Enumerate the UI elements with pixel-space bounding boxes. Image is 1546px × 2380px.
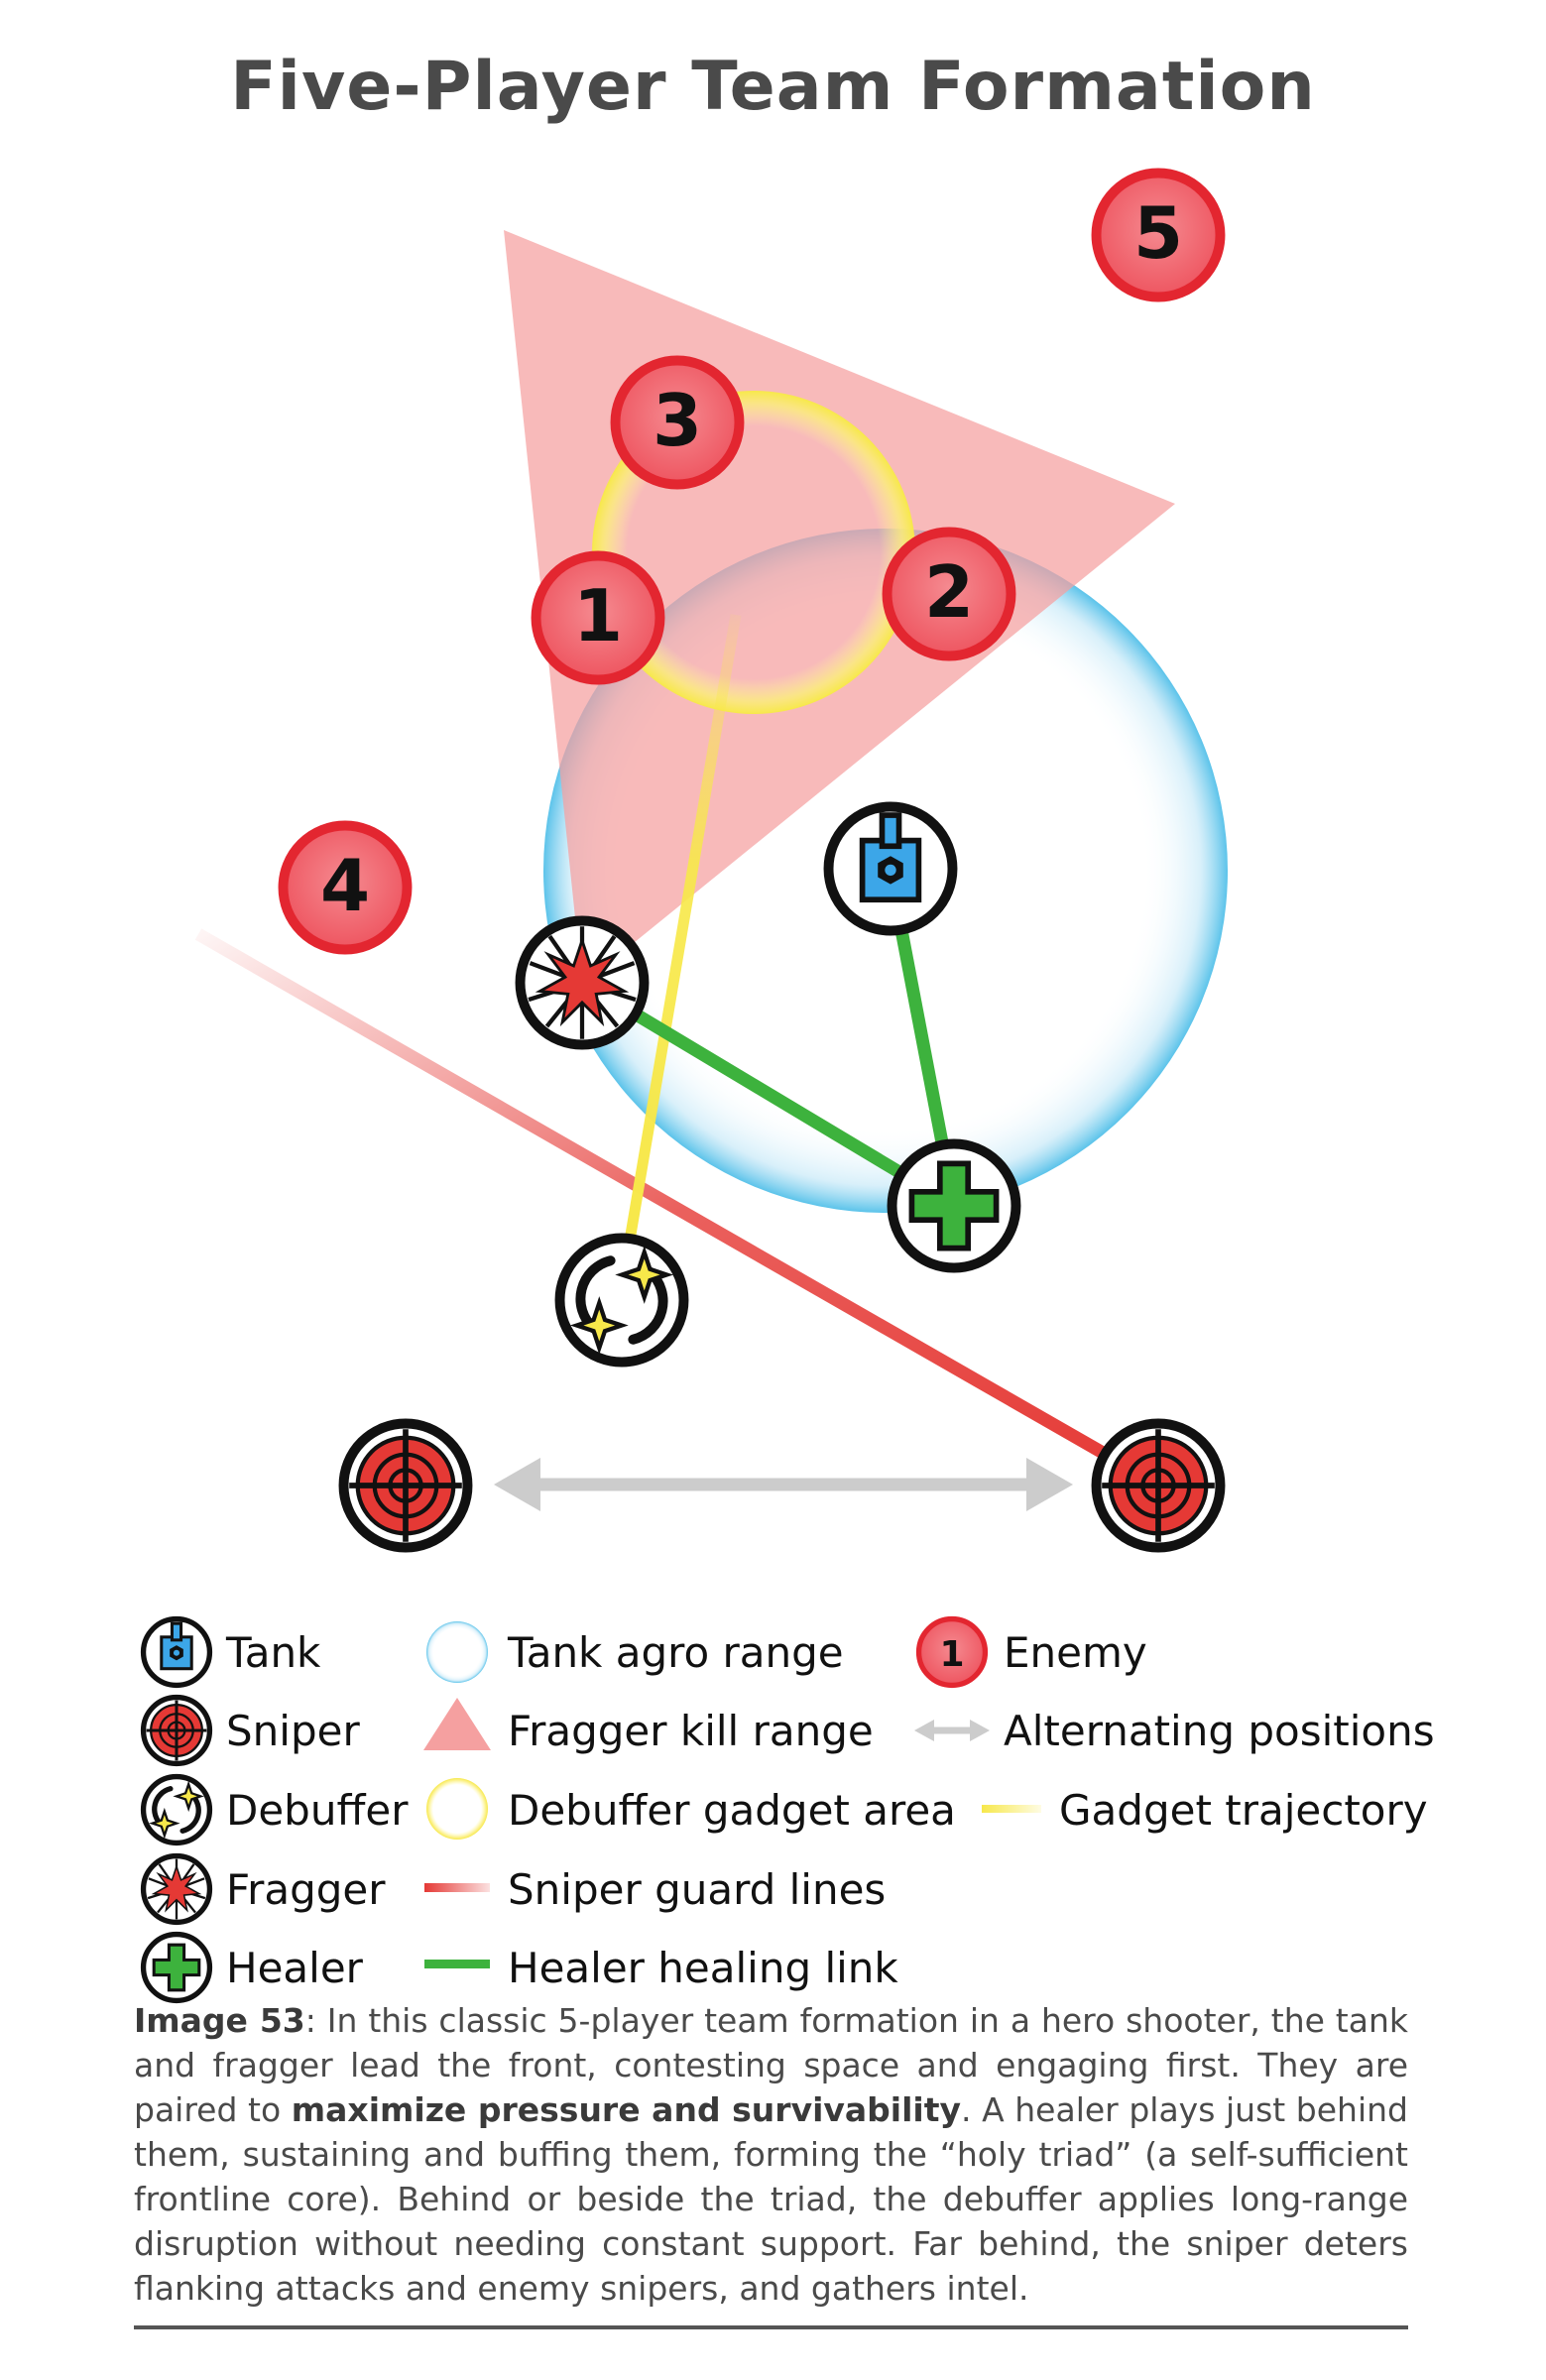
caption-label: Image 53 — [134, 2001, 305, 2040]
sniper-icon — [144, 1698, 210, 1764]
enemy-marker: 2 — [888, 533, 1011, 656]
sniper-icon — [344, 1424, 468, 1548]
gadget-line-icon — [982, 1805, 1041, 1813]
page-title: Five-Player Team Formation — [230, 48, 1316, 126]
enemy-marker: 4 — [284, 826, 408, 950]
tank-agro-circle-icon — [426, 1621, 488, 1683]
enemy-marker: 5 — [1097, 174, 1221, 298]
caption-text-part2: . A healer plays just behind them, susta… — [134, 2090, 1408, 2308]
sniper-line-icon — [424, 1883, 490, 1892]
gadget-trajectory-line — [625, 614, 742, 1236]
bottom-divider — [134, 2325, 1408, 2329]
enemy-number: 4 — [320, 844, 370, 927]
alternating-positions-arrow — [494, 1458, 1073, 1511]
sniper-guard-line-diagonal — [194, 928, 1162, 1490]
debuffer-icon — [560, 1239, 684, 1363]
fragger-icon — [521, 921, 645, 1045]
enemy-number: 1 — [573, 574, 623, 657]
healer-icon — [892, 1144, 1016, 1268]
caption-bold-text: maximize pressure and survivability — [291, 2090, 962, 2129]
enemy-icon: 1 — [919, 1619, 986, 1686]
enemy-number: 3 — [653, 379, 702, 462]
double-arrow-icon — [914, 1720, 990, 1741]
enemy-badge-number: 1 — [939, 1634, 964, 1675]
enemy-marker: 3 — [616, 361, 740, 485]
debuffer-icon — [144, 1777, 210, 1844]
enemy-number: 2 — [924, 550, 974, 634]
enemy-marker: 1 — [536, 556, 660, 680]
healer-icon — [144, 1935, 210, 2001]
debuffer-circle-icon — [426, 1778, 488, 1840]
fragger-icon — [144, 1856, 210, 1923]
fragger-triangle-icon — [423, 1698, 491, 1750]
healer-link-fragger — [579, 977, 958, 1211]
healer-line-icon — [424, 1960, 490, 1968]
figure-caption: Image 53: In this classic 5-player team … — [134, 1998, 1408, 2311]
enemy-number: 5 — [1133, 191, 1183, 275]
tank-icon — [144, 1619, 210, 1686]
tank-icon — [829, 807, 953, 931]
caption-text-part1: : In this classic 5-player team formatio… — [134, 2001, 1408, 2129]
sniper-icon — [1097, 1424, 1221, 1548]
